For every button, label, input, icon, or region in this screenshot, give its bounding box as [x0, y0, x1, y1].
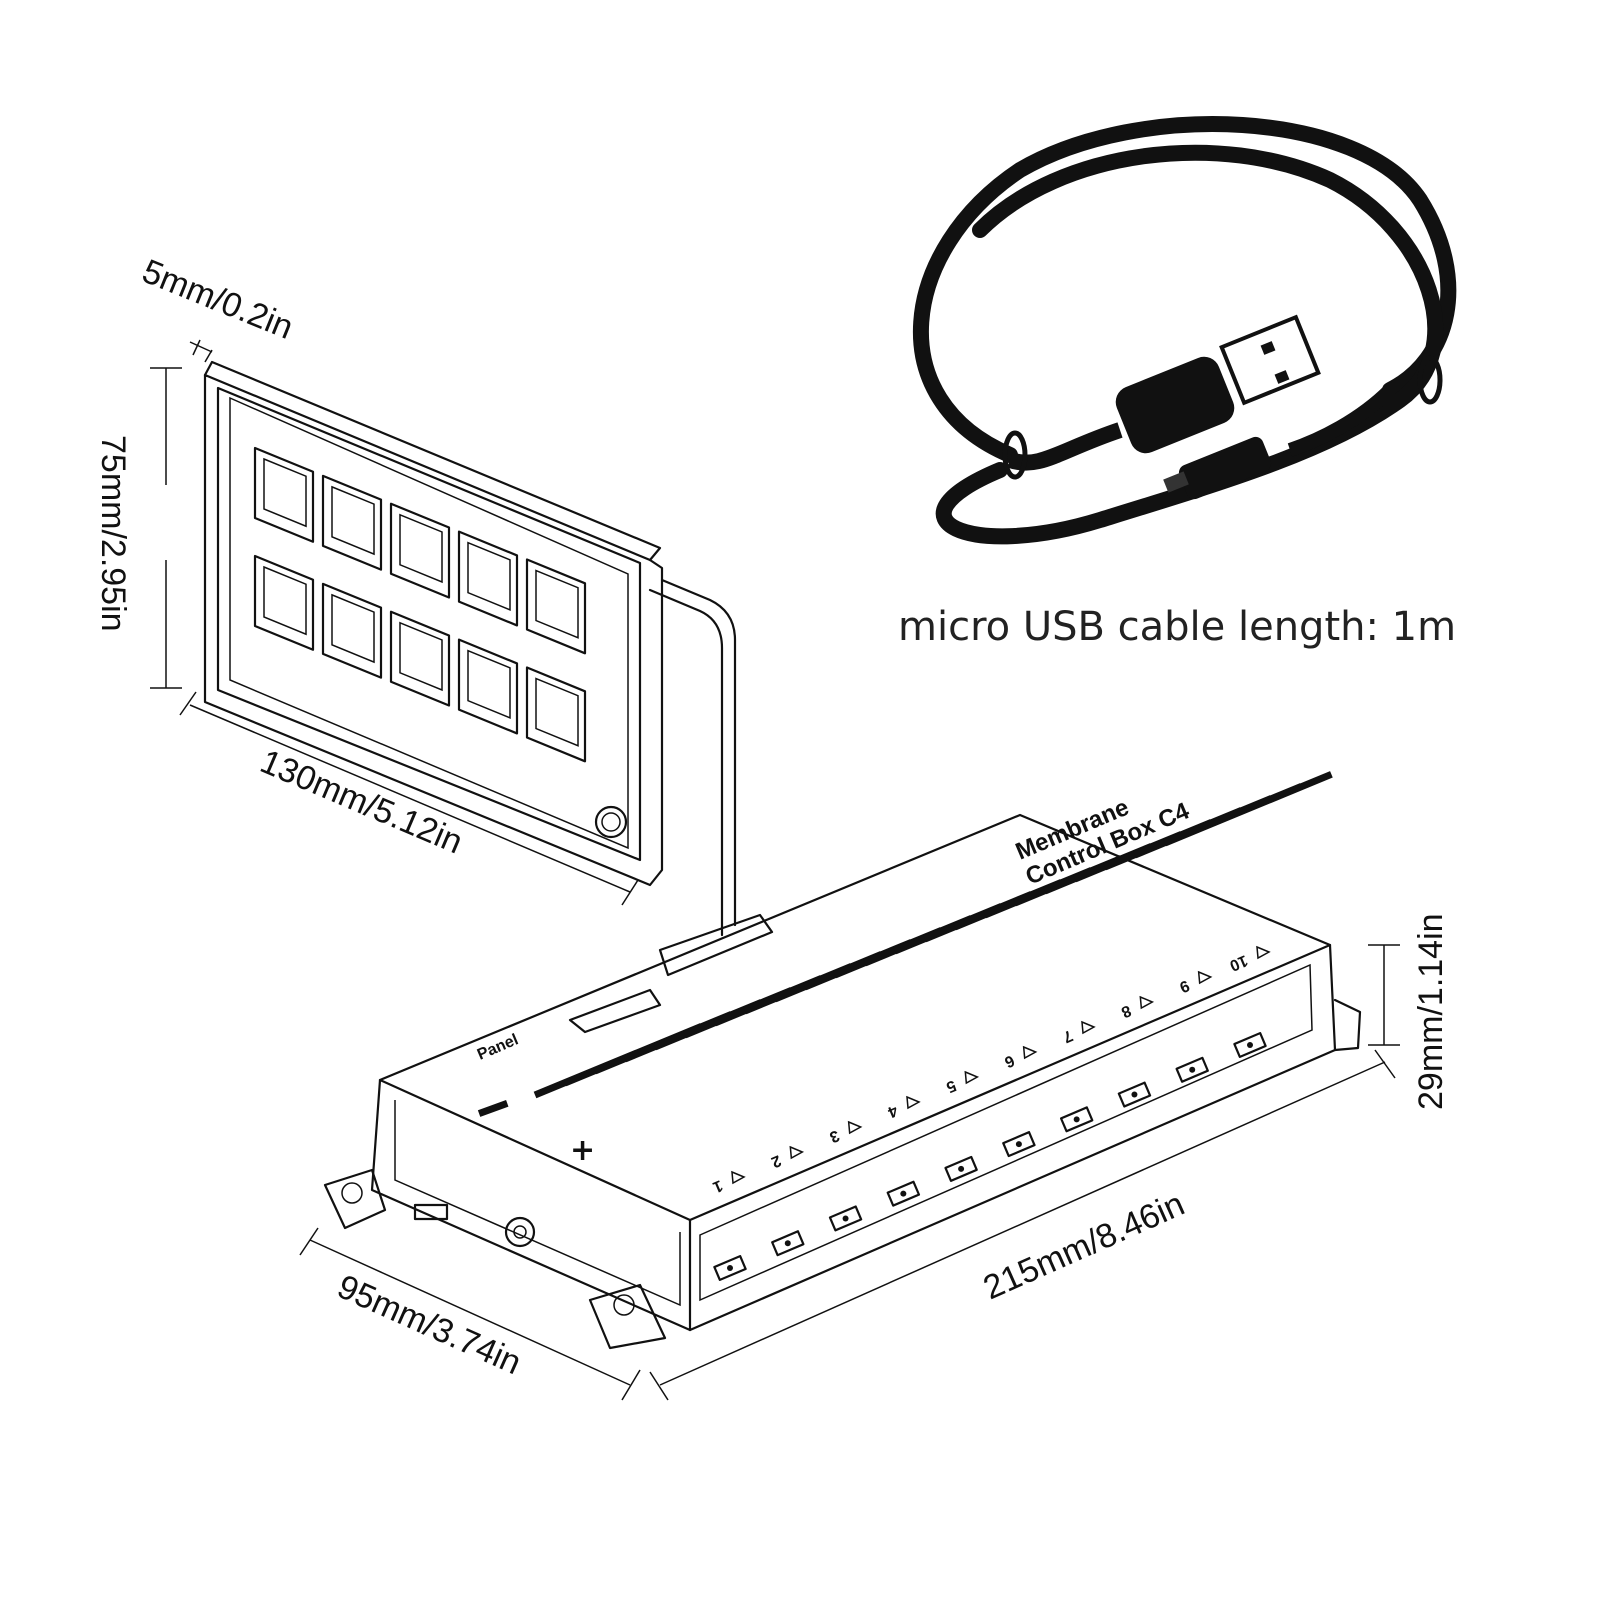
panel-button [457, 638, 519, 735]
terminal-hole [1131, 1091, 1138, 1098]
mount-tab-left [323, 1168, 387, 1230]
channel-label: 3 [827, 1126, 842, 1145]
side-terminal [828, 1205, 863, 1232]
terminal-hole [1073, 1116, 1080, 1123]
panel-button [321, 582, 383, 679]
panel-button-inner [467, 649, 511, 719]
switch-panel [203, 360, 737, 937]
side-terminal [1002, 1131, 1036, 1158]
channel-label: 4 [885, 1101, 900, 1120]
panel-button-grid [253, 446, 587, 763]
terminal-hole [1189, 1066, 1196, 1073]
panel-button [525, 666, 587, 763]
box-panel-port-label: Panel [475, 1031, 521, 1063]
channel-label: 8 [1118, 1001, 1133, 1020]
usb-cable-caption: micro USB cable length: 1m [898, 604, 1456, 650]
usb-a-connector [1115, 314, 1321, 454]
side-terminal [886, 1180, 921, 1207]
panel-height-label: 75mm/2.95in [94, 435, 132, 632]
panel-button-inner [331, 593, 375, 664]
panel-width-label: 130mm/5.12in [255, 742, 468, 861]
side-terminal [1233, 1031, 1267, 1059]
terminal-hole [842, 1215, 849, 1222]
negative-mark [477, 1100, 509, 1117]
terminal-hole [1247, 1042, 1253, 1048]
mount-tab-front [588, 1283, 667, 1350]
box-terminal-row [713, 1031, 1267, 1282]
panel-button-inner [467, 541, 511, 611]
panel-button [253, 446, 315, 543]
channel-arrow [1022, 1045, 1038, 1060]
channel-label: 9 [1177, 976, 1192, 995]
panel-button-inner [263, 565, 307, 636]
channel-arrow [1139, 995, 1155, 1010]
side-terminal [713, 1254, 747, 1282]
channel-arrow [1197, 970, 1213, 985]
panel-cable [660, 578, 737, 927]
panel-button-inner [263, 457, 307, 528]
box-length-label: 215mm/8.46in [978, 1185, 1190, 1307]
channel-label-row: 1 2 3 4 5 6 7 8 9 10 [710, 945, 1271, 1195]
panel-logo-badge [594, 805, 628, 839]
panel-button-inner [399, 621, 443, 692]
box-top-face [378, 813, 1332, 1222]
channel-label: 1 [710, 1176, 725, 1195]
panel-outer-frame [203, 373, 664, 887]
panel-cable-bracket [658, 913, 774, 977]
positive-mark: + [570, 1133, 595, 1168]
micro-usb-connector [1163, 436, 1272, 500]
terminal-hole [900, 1190, 907, 1197]
channel-label: 7 [1060, 1026, 1075, 1045]
panel-button [389, 502, 451, 599]
channel-arrow [1256, 945, 1271, 960]
panel-button [389, 610, 451, 707]
panel-thickness-label: 5mm/0.2in [137, 252, 298, 347]
channel-arrow [964, 1070, 980, 1085]
terminal-hole [958, 1165, 965, 1172]
panel-button [525, 558, 587, 655]
side-terminal [1117, 1081, 1152, 1108]
control-box: Membrane Control Box C4 Panel + 12345678… [323, 771, 1362, 1350]
channel-arrow [847, 1120, 863, 1135]
box-height-label: 29mm/1.14in [1412, 913, 1450, 1110]
front-terminal-left [413, 1203, 449, 1221]
side-terminal [1059, 1106, 1094, 1133]
channel-label: 10 [1227, 951, 1250, 974]
channel-arrow [731, 1170, 746, 1185]
channel-arrow [1081, 1020, 1096, 1035]
panel-button [457, 530, 519, 627]
panel-button-inner [331, 485, 375, 556]
side-terminal [771, 1230, 805, 1257]
channel-label: 5 [943, 1076, 958, 1095]
panel-button [321, 474, 383, 571]
vent-stripe [1163, 771, 1333, 847]
usb-cable-photo [912, 116, 1457, 545]
channel-label: 2 [768, 1151, 783, 1170]
panel-inner-frame [216, 386, 642, 862]
box-top-vents [533, 771, 1333, 1099]
channel-arrow [906, 1095, 921, 1110]
panel-button-inner [535, 677, 579, 747]
terminal-hole [1015, 1141, 1022, 1148]
panel-button [253, 554, 315, 651]
channel-arrow [789, 1145, 805, 1160]
terminal-hole [727, 1265, 733, 1271]
front-ground-screw [504, 1216, 536, 1248]
side-terminal [1175, 1056, 1209, 1083]
panel-button-inner [399, 513, 443, 584]
side-terminal [944, 1155, 978, 1182]
panel-button-inner [535, 569, 579, 639]
terminal-hole [784, 1240, 791, 1247]
box-front-face [370, 1078, 692, 1332]
channel-label: 6 [1002, 1051, 1017, 1070]
